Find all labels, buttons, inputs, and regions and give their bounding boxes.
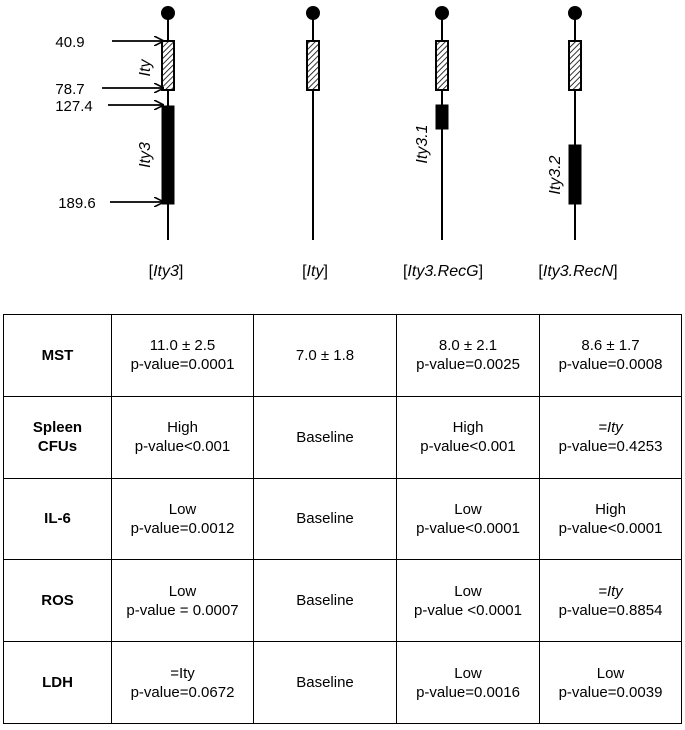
ity3-2-region-box bbox=[568, 144, 582, 205]
chromosome-ity3-recg: Ity3.1 bbox=[414, 6, 449, 240]
marker-label: 189.6 bbox=[58, 195, 96, 212]
strain-label: [Ity3.RecG] bbox=[403, 263, 483, 280]
table-cell: Baseline bbox=[253, 559, 397, 643]
strain-label: [Ity3] bbox=[149, 263, 184, 280]
ity3-region-box bbox=[161, 105, 175, 205]
strain-label: [Ity3.RecN] bbox=[538, 263, 617, 280]
table-cell: Baseline bbox=[253, 395, 397, 479]
ity3-1-region-box bbox=[435, 104, 449, 130]
chromosome-ity3-recn: Ity3.2 bbox=[547, 6, 582, 240]
ity-region-box bbox=[161, 40, 175, 91]
ity-region-box bbox=[306, 40, 320, 91]
ity3-qtl-label: Ity3 bbox=[137, 142, 154, 168]
chromosome-ity bbox=[306, 6, 320, 240]
table-cell: 7.0 ± 1.8 bbox=[253, 314, 397, 397]
ity-qtl-label: Ity bbox=[137, 59, 154, 77]
marker-label: 40.9 bbox=[55, 34, 84, 51]
ity-region-box bbox=[568, 40, 582, 91]
ity3-1-qtl-label: Ity3.1 bbox=[414, 124, 431, 163]
ity3-2-qtl-label: Ity3.2 bbox=[547, 155, 564, 194]
marker-labels: 40.9 78.7 127.4 189.6 bbox=[55, 34, 163, 212]
chromosome-diagram: Ity Ity3 40.9 78.7 127.4 189.6 Ity3.1 It… bbox=[55, 6, 618, 280]
row-header: IL-6 bbox=[3, 477, 112, 561]
marker-label: 127.4 bbox=[55, 98, 93, 115]
chromosome-ity3: Ity Ity3 bbox=[137, 6, 175, 240]
table-cell: Baseline bbox=[253, 477, 397, 561]
ity-region-box bbox=[435, 40, 449, 91]
strain-label: [Ity] bbox=[302, 263, 328, 280]
table-cell: Baseline bbox=[253, 641, 397, 724]
marker-label: 78.7 bbox=[55, 81, 84, 98]
row-header: MST bbox=[3, 314, 112, 397]
row-header: ROS bbox=[3, 559, 112, 643]
row-header: LDH bbox=[3, 641, 112, 724]
